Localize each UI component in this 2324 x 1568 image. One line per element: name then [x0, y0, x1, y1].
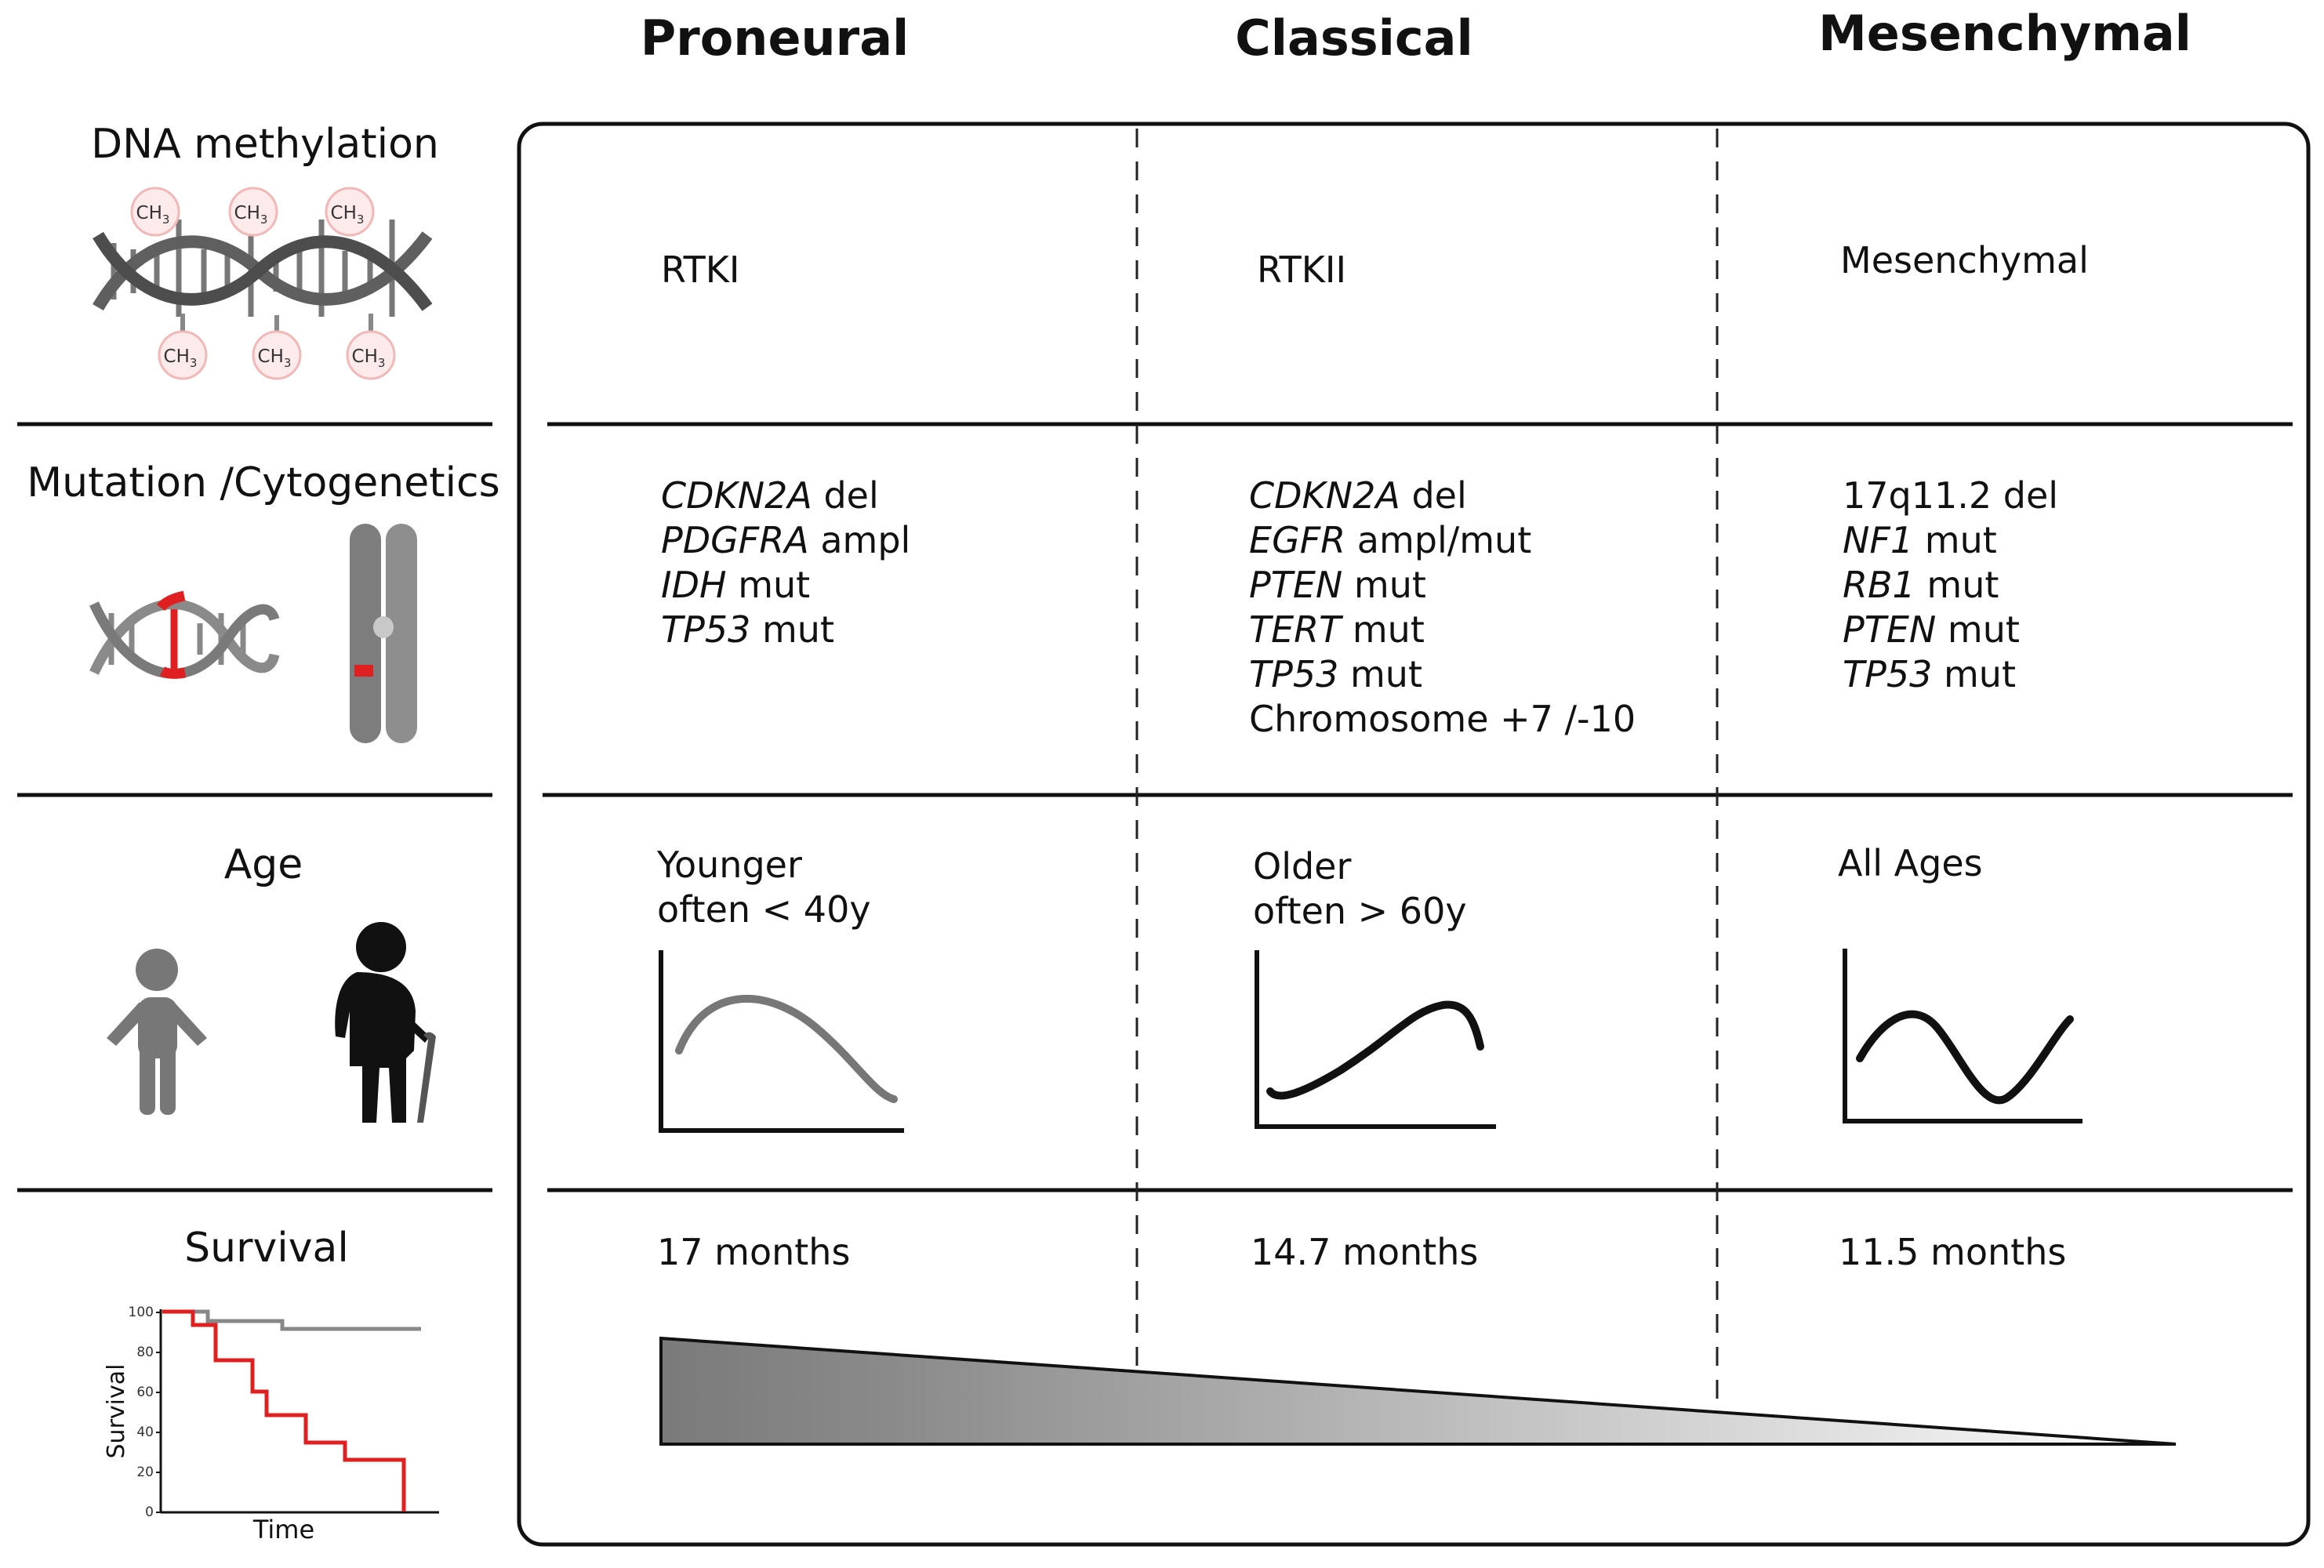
methylation-mesenchymal: Mesenchymal	[1840, 239, 2089, 281]
methylation-classical: RTKII	[1257, 249, 1347, 291]
mutation-list-mesenchymal: 17q11.2 del NF1 mut RB1 mut PTEN mut TP5…	[1843, 474, 2058, 697]
svg-text:CH3: CH3	[164, 347, 198, 370]
mutation-item: NF1 mut	[1843, 519, 1997, 561]
age-graph-mesenchymal	[1843, 949, 2083, 1123]
survival-mesenchymal: 11.5 months	[1839, 1231, 2067, 1273]
mutation-item: TERT mut	[1249, 608, 1425, 651]
main-frame	[517, 122, 2311, 1547]
ytick-20: 20	[136, 1465, 154, 1480]
age-graph-classical	[1255, 950, 1496, 1129]
mutation-item: PDGFRA ampl	[661, 519, 911, 561]
ytick-0: 0	[145, 1504, 154, 1520]
mutation-item: IDH mut	[661, 564, 811, 606]
row-label-age: Age	[223, 841, 303, 888]
survival-proneural: 17 months	[657, 1231, 851, 1273]
row-label-dna-methylation: DNA methylation	[91, 121, 439, 168]
survival-curve-gray	[162, 1309, 421, 1331]
svg-text:CH3: CH3	[258, 347, 292, 370]
dna-methylation-icon: CH3 CH3 CH3 CH3 CH3 CH3	[93, 187, 433, 380]
age-text-mesenchymal: All Ages	[1838, 842, 1983, 884]
mutation-item: Chromosome +7 /-10	[1249, 698, 1636, 740]
mutation-item: RB1 mut	[1843, 564, 1999, 606]
survival-curve-red	[162, 1309, 406, 1512]
survival-mini-chart: 100 80 60 40 20 0 Survival Time	[103, 1305, 439, 1544]
chromosome-icon	[350, 524, 417, 743]
mutation-item: TP53 mut	[661, 608, 834, 651]
svg-text:CH3: CH3	[352, 347, 386, 370]
row-label-mutation-cytogenetics: Mutation /Cytogenetics	[27, 459, 500, 506]
mutation-item: TP53 mut	[1843, 653, 2016, 695]
mutation-list-proneural: CDKN2A del PDGFRA ampl IDH mut TP53 mut	[661, 474, 910, 652]
row-label-survival: Survival	[184, 1225, 349, 1272]
age-text-classical: Older often > 60y	[1253, 845, 1467, 932]
mutation-item: CDKN2A del	[1249, 474, 1467, 517]
ytick-100: 100	[129, 1305, 154, 1320]
mutation-item: CDKN2A del	[661, 474, 879, 517]
age-text-proneural: Younger often < 40y	[657, 844, 871, 931]
mutation-item: 17q11.2 del	[1843, 474, 2059, 517]
column-heading-mesenchymal: Mesenchymal	[1818, 5, 2191, 62]
dna-mutation-icon	[89, 590, 280, 679]
child-icon	[107, 949, 207, 1115]
survival-classical: 14.7 months	[1251, 1231, 1479, 1273]
mutation-list-classical: CDKN2A del EGFR ampl/mut PTEN mut TERT m…	[1249, 474, 1636, 742]
column-heading-classical: Classical	[1235, 9, 1473, 67]
ytick-80: 80	[136, 1345, 154, 1360]
svg-text:CH3: CH3	[234, 203, 268, 227]
ytick-60: 60	[136, 1385, 154, 1400]
methylation-proneural: RTKI	[661, 249, 740, 291]
age-graph-proneural	[659, 950, 904, 1133]
svg-text:CH3: CH3	[331, 203, 365, 227]
elderly-icon	[335, 922, 436, 1123]
survival-chart-ylabel: Survival	[103, 1364, 130, 1459]
mutation-item: PTEN mut	[1843, 608, 2020, 651]
mutation-item: EGFR ampl/mut	[1249, 519, 1532, 561]
ytick-40: 40	[136, 1425, 154, 1440]
survival-gradient-wedge	[659, 1336, 2177, 1446]
svg-text:CH3: CH3	[136, 203, 170, 227]
mutation-item: TP53 mut	[1249, 653, 1422, 695]
mutation-item: PTEN mut	[1249, 564, 1426, 606]
column-heading-proneural: Proneural	[640, 9, 910, 67]
survival-chart-xlabel: Time	[252, 1515, 314, 1544]
